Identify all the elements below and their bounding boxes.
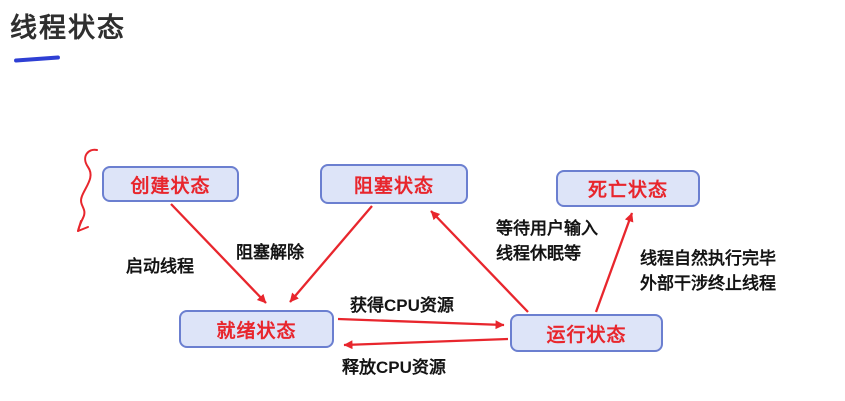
edge-label-terminate-line1: 线程自然执行完毕 [640,249,776,268]
state-node-ready: 就绪状态 [179,310,334,348]
page-title: 线程状态 [10,13,126,43]
state-node-dead: 死亡状态 [556,170,700,207]
edge-label-terminate: 线程自然执行完毕 外部干涉终止线程 [640,246,776,296]
edge-label-acquire-cpu: 获得CPU资源 [350,296,454,315]
handwritten-annotation-mark [77,148,98,232]
arrow-unblock [289,205,373,303]
handwritten-annotation-arrowtip [77,220,89,232]
arrow-wait-block [430,210,529,313]
edge-label-start-thread: 启动线程 [126,257,194,276]
edge-label-wait-block: 等待用户输入 线程休眠等 [496,216,598,266]
arrow-acquire-cpu [337,317,505,330]
edge-label-unblock: 阻塞解除 [236,243,304,262]
arrow-start-thread [170,203,267,304]
arrow-release-cpu [343,337,509,350]
edge-label-wait-block-line1: 等待用户输入 [496,219,598,238]
state-node-running: 运行状态 [510,314,663,352]
state-node-blocked: 阻塞状态 [320,164,468,204]
arrow-terminate [594,212,634,313]
state-node-running-label: 运行状态 [546,324,627,346]
state-node-ready-label: 就绪状态 [216,320,297,342]
state-node-created: 创建状态 [102,166,239,202]
state-node-dead-label: 死亡状态 [587,180,668,201]
edge-label-release-cpu: 释放CPU资源 [342,358,446,377]
edge-label-terminate-line2: 外部干涉终止线程 [640,274,776,293]
edge-label-wait-block-line2: 线程休眠等 [496,244,581,263]
state-node-created-label: 创建状态 [130,175,211,197]
state-node-blocked-label: 阻塞状态 [353,175,434,197]
